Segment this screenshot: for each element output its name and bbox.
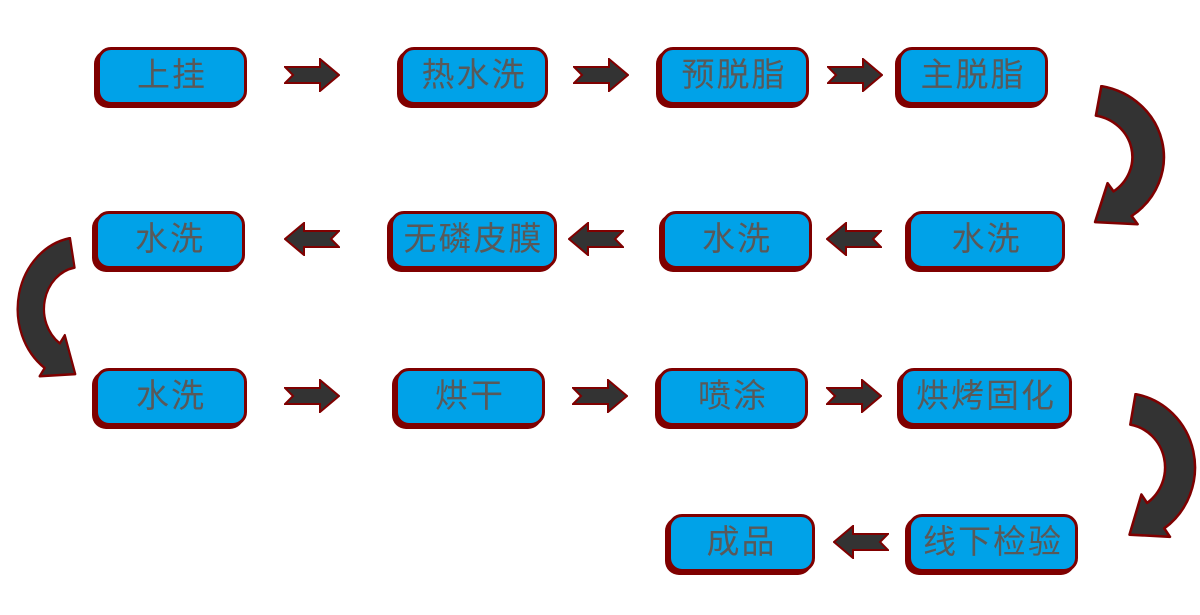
arrow-left-icon <box>833 525 889 559</box>
node-offline-inspection: 线下检验 <box>908 514 1078 572</box>
curved-arrow-down-left-icon <box>1093 85 1166 226</box>
node-label: 预脱脂 <box>681 57 787 94</box>
node-label: 烘烤固化 <box>916 378 1056 415</box>
arrow-right-icon <box>827 58 883 92</box>
node-label: 主脱脂 <box>920 57 1026 94</box>
node-label: 水洗 <box>136 378 206 415</box>
arrow-right-icon <box>284 379 340 413</box>
node-water-wash-3: 水洗 <box>95 211 245 269</box>
node-label: 烘干 <box>435 378 505 415</box>
node-hot-water-wash: 热水洗 <box>400 47 548 105</box>
node-label: 水洗 <box>702 221 772 258</box>
arrow-right-icon <box>826 379 882 413</box>
arrow-right-icon <box>284 58 340 92</box>
node-label: 无磷皮膜 <box>403 221 544 258</box>
node-water-wash-2: 水洗 <box>662 211 812 269</box>
curved-arrow-down-right-icon <box>16 237 77 378</box>
node-finished-product: 成品 <box>668 514 815 572</box>
node-drying: 烘干 <box>395 368 545 426</box>
node-label: 热水洗 <box>421 57 527 94</box>
node-label: 水洗 <box>951 221 1022 258</box>
node-phosphorus-free-film: 无磷皮膜 <box>390 211 557 269</box>
arrow-right-icon <box>572 379 628 413</box>
curved-arrow-down-left-icon <box>1128 393 1197 539</box>
node-label: 水洗 <box>135 221 205 258</box>
arrow-right-icon <box>573 58 629 92</box>
node-water-wash-4: 水洗 <box>95 368 247 426</box>
node-label: 成品 <box>706 524 777 561</box>
node-label: 上挂 <box>137 57 207 94</box>
node-water-wash-1: 水洗 <box>908 211 1065 269</box>
node-bake-curing: 烘烤固化 <box>900 368 1072 426</box>
arrow-left-icon <box>826 222 882 256</box>
arrow-left-icon <box>284 222 340 256</box>
node-label: 线下检验 <box>923 524 1063 561</box>
node-main-degrease: 主脱脂 <box>898 47 1048 105</box>
node-pre-degrease: 预脱脂 <box>659 47 809 105</box>
arrow-left-icon <box>568 222 624 256</box>
node-rack-loading: 上挂 <box>97 47 247 105</box>
node-spray-coating: 喷涂 <box>658 368 808 426</box>
node-label: 喷涂 <box>698 378 768 415</box>
